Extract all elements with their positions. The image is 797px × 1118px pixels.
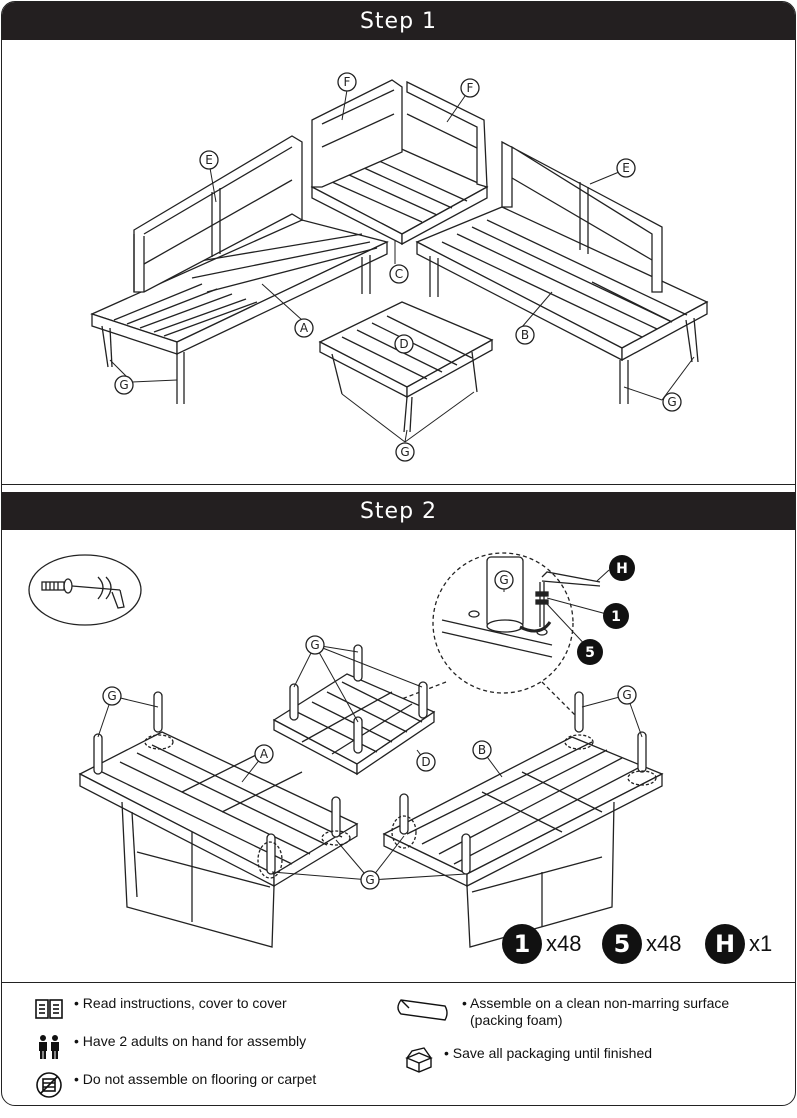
- sofa-b-upside-down: [382, 691, 664, 948]
- label-d: D: [399, 337, 408, 351]
- label-f-left: F: [344, 75, 351, 89]
- quantity-washer: 5 x48: [602, 924, 681, 964]
- note-adults-text: • Have 2 adults on hand for assembly: [74, 1033, 307, 1049]
- table-d-upside-down: [272, 644, 436, 776]
- quantity-count-5: x48: [646, 931, 682, 956]
- sofa-b-illustration: [415, 140, 709, 404]
- label-g-detail: G: [499, 573, 508, 587]
- badge-1: 1: [611, 609, 621, 625]
- label-b: B: [521, 328, 529, 342]
- quantity-count-1: x48: [546, 931, 582, 956]
- badge-5: 5: [585, 645, 595, 661]
- label-g-table-2: G: [310, 638, 319, 652]
- box-icon: [402, 1045, 436, 1073]
- label-c: C: [395, 267, 403, 281]
- no-carpet-icon: [32, 1071, 66, 1099]
- label-e-left: E: [205, 153, 213, 167]
- quantity-badge-1: 1: [502, 924, 542, 964]
- note-adults: • Have 2 adults on hand for assembly: [32, 1033, 306, 1061]
- label-e-right: E: [622, 161, 630, 175]
- step-1-header: Step 1: [2, 2, 795, 40]
- label-g-bottom: G: [365, 873, 374, 887]
- hardware-badges: H 1 5: [577, 555, 635, 665]
- note-surface-text: • Assemble on a clean non-marring surfac…: [462, 995, 729, 1029]
- assembly-illustration: F F E E A C B D G G G G G G A B D G G H: [28, 72, 709, 948]
- part-label-text: F F E E A C B D G G G G G G A B D G G: [107, 75, 676, 887]
- step-2-header: Step 2: [2, 492, 795, 530]
- label-g-left: G: [119, 378, 128, 392]
- step-1-leader-lines: [109, 89, 695, 443]
- foam-sheet-icon: [394, 995, 454, 1023]
- label-a: A: [300, 321, 309, 335]
- two-people-icon: [32, 1033, 66, 1061]
- step-2-title: Step 2: [359, 498, 438, 524]
- book-icon: [32, 995, 66, 1023]
- label-g-sofa-a: G: [107, 689, 116, 703]
- detail-magnifier: [341, 552, 601, 723]
- quantity-bolt: 1 x48: [502, 924, 581, 964]
- corner-chair-c-illustration: [310, 79, 489, 246]
- part-labels: [102, 72, 682, 890]
- quantity-allen-key: H x1: [705, 924, 772, 964]
- note-surface-line-1: • Assemble on a clean non-marring surfac…: [462, 995, 730, 1011]
- sofa-a-illustration: [90, 135, 389, 404]
- step-1-title: Step 1: [359, 8, 438, 34]
- label-d-2: D: [421, 755, 430, 769]
- note-read-text: • Read instructions, cover to cover: [74, 995, 287, 1011]
- step-divider: [2, 484, 795, 485]
- note-read: • Read instructions, cover to cover: [32, 995, 287, 1023]
- quantity-count-h: x1: [749, 931, 773, 956]
- allen-key-inset: [28, 554, 142, 626]
- quantity-badge-h: H: [705, 924, 745, 964]
- badge-h: H: [616, 561, 628, 577]
- assembly-notes: • Read instructions, cover to cover • Ha…: [2, 987, 795, 1105]
- note-flooring-text: • Do not assemble on flooring or carpet: [74, 1071, 317, 1087]
- label-b-2: B: [478, 743, 486, 757]
- quantity-badge-5: 5: [602, 924, 642, 964]
- note-flooring: • Do not assemble on flooring or carpet: [32, 1071, 316, 1099]
- label-g-table: G: [400, 445, 409, 459]
- label-g-right: G: [667, 395, 676, 409]
- label-f-right: F: [467, 81, 474, 95]
- note-surface-line-2: (packing foam): [470, 1012, 563, 1028]
- notes-divider: [2, 982, 795, 983]
- note-packaging: • Save all packaging until finished: [402, 1045, 652, 1073]
- table-d-illustration: [318, 301, 494, 433]
- label-g-sofa-b: G: [622, 688, 631, 702]
- sofa-a-upside-down: [78, 691, 359, 948]
- note-surface: • Assemble on a clean non-marring surfac…: [394, 995, 729, 1029]
- label-a-2: A: [260, 747, 269, 761]
- note-packaging-text: • Save all packaging until finished: [444, 1045, 653, 1061]
